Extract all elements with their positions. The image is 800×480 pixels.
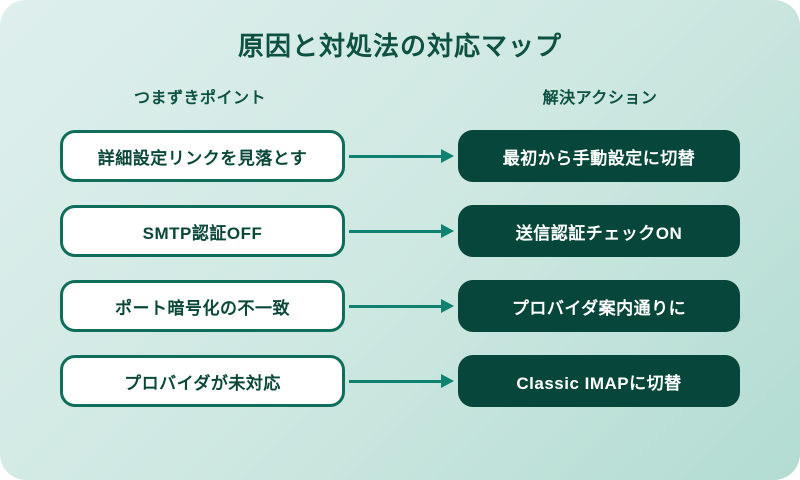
column-header-actions: 解決アクション <box>542 90 658 107</box>
action-box: 送信認証チェックON <box>458 205 740 257</box>
problem-box: 詳細設定リンクを見落とす <box>60 130 345 182</box>
arrow-shaft <box>349 154 443 158</box>
problem-box: プロバイダが未対応 <box>60 355 345 407</box>
problem-box: SMTP認証OFF <box>60 205 345 257</box>
arrow-right-icon <box>349 130 455 182</box>
arrow-right-icon <box>349 355 455 407</box>
action-box: Classic IMAPに切替 <box>458 355 740 407</box>
arrow-shaft <box>349 229 443 233</box>
action-box: プロバイダ案内通りに <box>458 280 740 332</box>
action-box: 最初から手動設定に切替 <box>458 130 740 182</box>
problem-box: ポート暗号化の不一致 <box>60 280 345 332</box>
arrow-head <box>441 149 454 163</box>
mapping-row: 詳細設定リンクを見落とす 最初から手動設定に切替 <box>0 130 800 182</box>
arrow-head <box>441 299 454 313</box>
arrow-right-icon <box>349 205 455 257</box>
mapping-row: SMTP認証OFF 送信認証チェックON <box>0 205 800 257</box>
arrow-head <box>441 224 454 238</box>
mapping-row: プロバイダが未対応 Classic IMAPに切替 <box>0 355 800 407</box>
arrow-head <box>441 374 454 388</box>
page-title: 原因と対処法の対応マップ <box>237 31 562 61</box>
mapping-row: ポート暗号化の不一致 プロバイダ案内通りに <box>0 280 800 332</box>
arrow-shaft <box>349 304 443 308</box>
arrow-shaft <box>349 379 443 383</box>
arrow-right-icon <box>349 280 455 332</box>
column-header-problems: つまずきポイント <box>133 90 266 107</box>
